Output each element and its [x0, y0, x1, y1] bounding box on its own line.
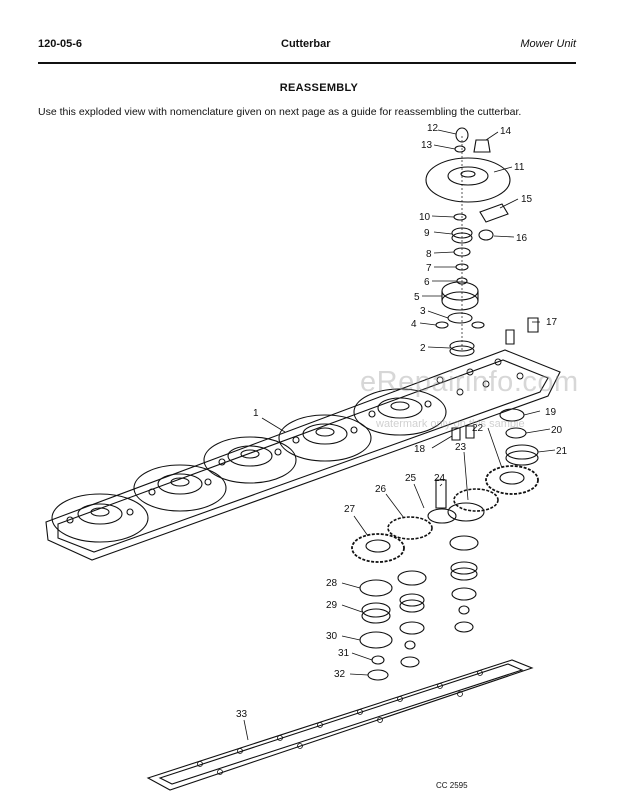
callout-15: 15 [521, 194, 533, 205]
callout-27: 27 [344, 504, 356, 515]
callout-17: 17 [546, 317, 558, 328]
callout-10: 10 [419, 212, 431, 223]
cutter-disc-4 [278, 414, 372, 462]
unit-title: Mower Unit [520, 38, 576, 50]
page-number: 120-05-6 [38, 38, 83, 50]
lower-middle-stack [397, 570, 427, 668]
watermark-main: eRepairinfo.com [360, 366, 579, 398]
section-title: Cutterbar [281, 38, 331, 50]
page-header: 120-05-6 Cutterbar Mower Unit [38, 38, 576, 60]
callout-33: 33 [236, 709, 248, 720]
callout-5: 5 [414, 292, 420, 303]
callout-28: 28 [326, 578, 338, 589]
callout-3: 3 [420, 306, 426, 317]
callout-7: 7 [426, 263, 432, 274]
cutter-disc-3 [203, 436, 297, 484]
callout-16: 16 [516, 233, 528, 244]
callout-12: 12 [427, 123, 439, 134]
page-title: REASSEMBLY [279, 82, 359, 94]
callout-21: 21 [556, 446, 568, 457]
callout-31: 31 [338, 648, 350, 659]
leader-lines [243, 129, 556, 741]
header-rule [38, 62, 576, 64]
callout-9: 9 [424, 228, 430, 239]
callout-30: 30 [326, 631, 338, 642]
callout-labels: 1 2 3 4 5 6 7 8 9 10 11 12 13 14 15 16 1… [236, 123, 568, 720]
cutter-disc-2 [133, 464, 227, 512]
gear-train [351, 465, 539, 563]
callout-11: 11 [514, 162, 525, 173]
callout-1: 1 [253, 408, 259, 419]
lower-right-stack [449, 535, 479, 633]
cutter-disc-5 [353, 388, 447, 436]
callout-25: 25 [405, 473, 417, 484]
exploded-view-diagram: 1 2 3 4 5 6 7 8 9 10 11 12 13 14 15 16 1… [45, 123, 568, 791]
callout-8: 8 [426, 249, 432, 260]
callout-13: 13 [421, 140, 433, 151]
callout-2: 2 [420, 343, 426, 354]
watermark-sub: watermark only on this sample [376, 418, 525, 430]
callout-26: 26 [375, 484, 387, 495]
intro-text: Use this exploded view with nomenclature… [38, 106, 522, 118]
callout-24: 24 [434, 473, 446, 484]
callout-22: 22 [472, 423, 484, 434]
bottom-housing-plate [146, 659, 534, 791]
lower-left-stack [359, 579, 393, 681]
gear-housing-plate [45, 349, 561, 561]
figure-code: CC 2595 [436, 781, 468, 790]
callout-20: 20 [551, 425, 563, 436]
callout-18: 18 [414, 444, 426, 455]
callout-14: 14 [500, 126, 512, 137]
top-part-stack [425, 127, 539, 357]
callout-23: 23 [455, 442, 467, 453]
callout-4: 4 [411, 319, 417, 330]
cutter-disc-1 [51, 493, 149, 543]
callout-19: 19 [545, 407, 557, 418]
callout-6: 6 [424, 277, 430, 288]
callout-29: 29 [326, 600, 338, 611]
callout-32: 32 [334, 669, 346, 680]
